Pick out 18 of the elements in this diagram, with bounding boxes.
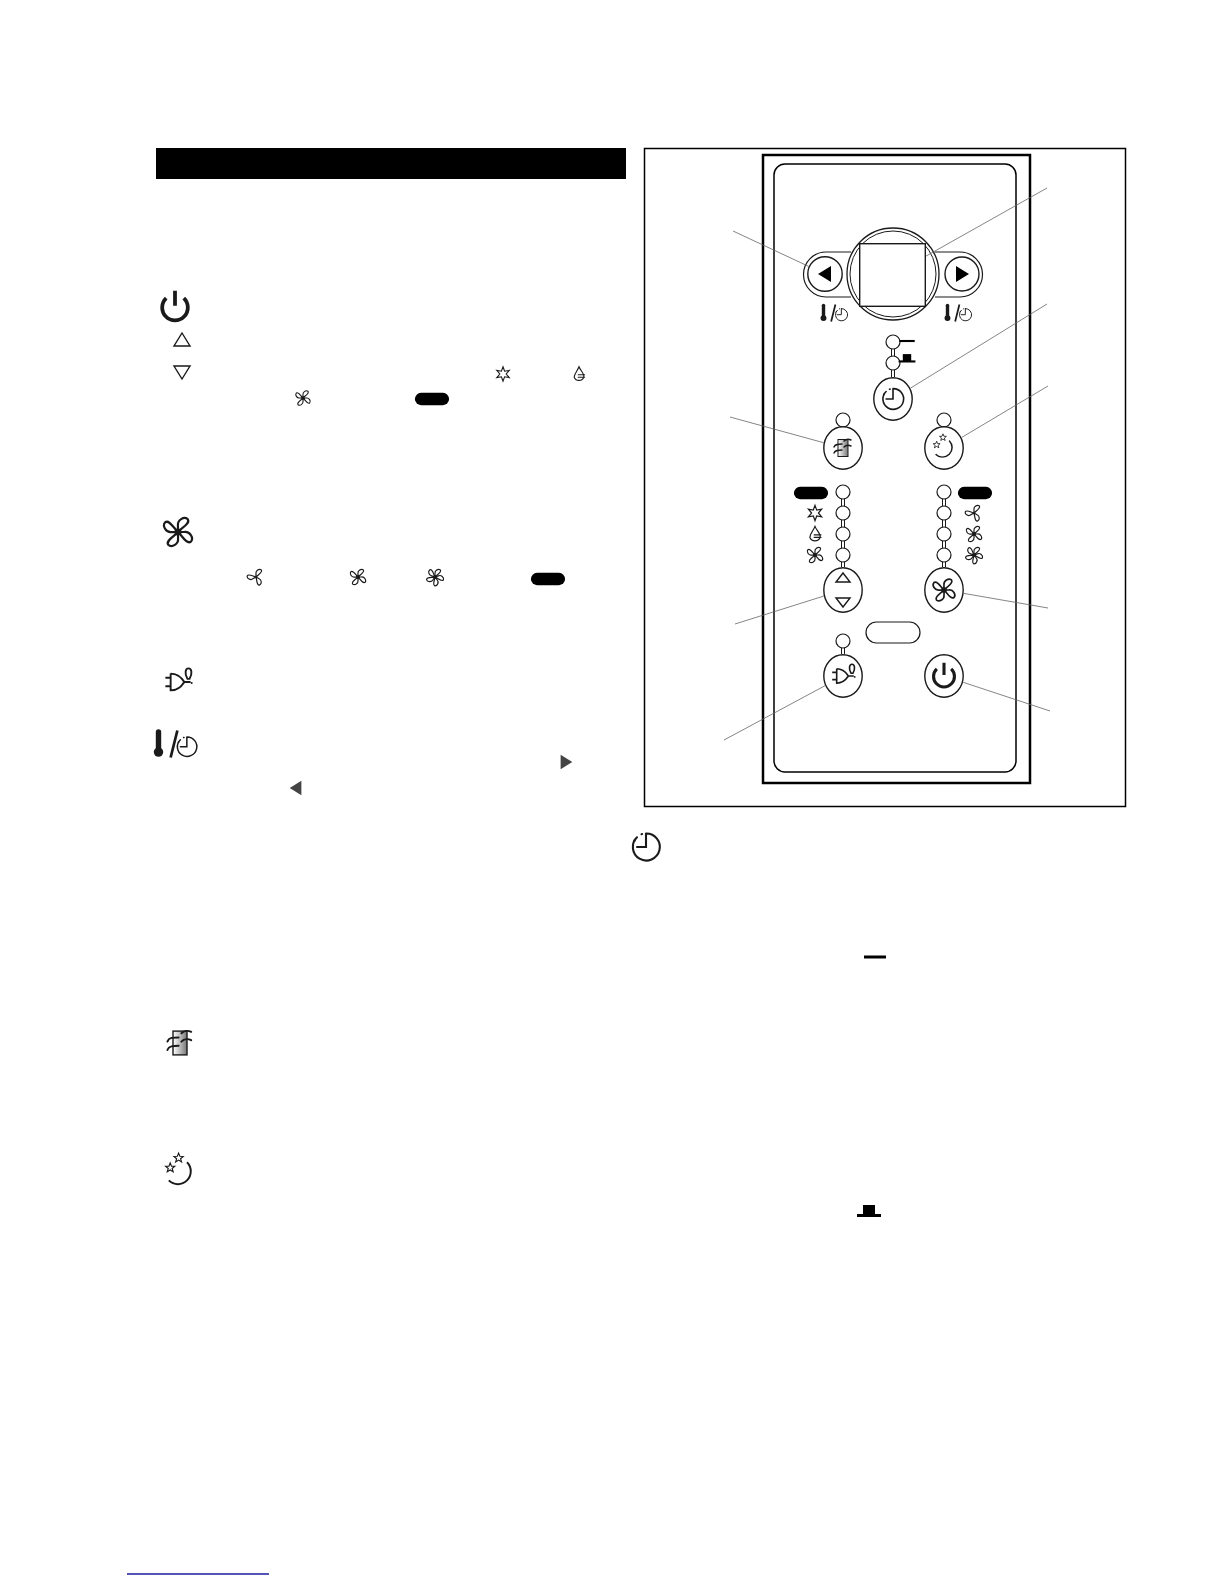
timer-button bbox=[873, 377, 913, 421]
leader-line bbox=[723, 685, 826, 741]
leader-line bbox=[729, 416, 824, 444]
leader-line bbox=[962, 681, 1051, 712]
fan-button bbox=[924, 567, 964, 613]
display-window bbox=[859, 243, 926, 307]
swing-button bbox=[823, 426, 863, 470]
leader-line bbox=[961, 385, 1049, 438]
pump-button bbox=[823, 654, 863, 698]
leader-line bbox=[925, 187, 1048, 257]
sleep-button bbox=[924, 426, 964, 470]
left-arrow-button bbox=[807, 256, 843, 292]
leader-line bbox=[734, 595, 825, 625]
leader-line bbox=[732, 230, 810, 267]
mode-button bbox=[823, 567, 863, 613]
leader-line bbox=[963, 593, 1049, 609]
power-button bbox=[924, 654, 964, 698]
leader-line bbox=[910, 303, 1048, 389]
